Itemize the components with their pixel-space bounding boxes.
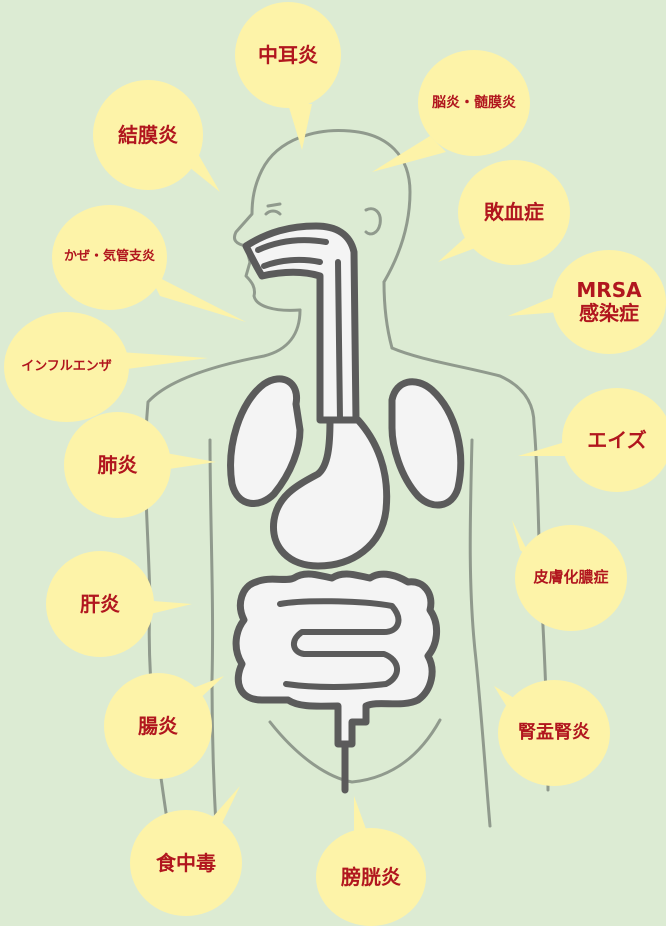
label-pyoderma: 皮膚化膿症 — [533, 569, 608, 586]
label-cold-bronchitis: かぜ・気管支炎 — [64, 250, 155, 265]
bubble-enteritis: 腸炎 — [104, 673, 212, 779]
bubble-pyoderma: 皮膚化膿症 — [515, 525, 627, 631]
label-food-poisoning: 食中毒 — [156, 852, 216, 875]
bubble-conjunctivitis: 結膜炎 — [93, 80, 203, 190]
label-influenza: インフルエンザ — [21, 360, 112, 375]
label-mrsa: MRSA 感染症 — [576, 279, 641, 325]
label-enteritis: 腸炎 — [138, 715, 178, 738]
label-encephalitis-meningitis: 脳炎・髄膜炎 — [432, 95, 516, 111]
pointer-influenza — [120, 352, 208, 370]
bubble-sepsis: 敗血症 — [458, 160, 570, 265]
bubble-encephalitis-meningitis: 脳炎・髄膜炎 — [418, 50, 530, 156]
bubble-otitis-media: 中耳炎 — [235, 2, 341, 108]
bubble-food-poisoning: 食中毒 — [130, 810, 242, 916]
label-aids: エイズ — [587, 429, 646, 452]
label-pyelonephritis: 腎盂腎炎 — [518, 723, 590, 744]
label-hepatitis: 肝炎 — [80, 593, 120, 616]
label-sepsis: 敗血症 — [484, 201, 544, 224]
label-cystitis: 膀胱炎 — [341, 866, 401, 889]
bubble-influenza: インフルエンザ — [4, 312, 129, 422]
pointer-otitis-media — [288, 104, 312, 150]
bubble-hepatitis: 肝炎 — [46, 551, 154, 657]
label-conjunctivitis: 結膜炎 — [118, 124, 178, 147]
bubble-pneumonia: 肺炎 — [64, 412, 171, 518]
bubble-pyelonephritis: 腎盂腎炎 — [498, 680, 610, 786]
bubble-mrsa: MRSA 感染症 — [552, 250, 666, 354]
label-otitis-media: 中耳炎 — [258, 44, 318, 67]
bubble-aids: エイズ — [562, 388, 666, 492]
bubble-cold-bronchitis: かぜ・気管支炎 — [52, 205, 167, 310]
pointer-cold — [148, 272, 246, 322]
bubble-cystitis: 膀胱炎 — [316, 828, 426, 926]
label-pneumonia: 肺炎 — [98, 454, 138, 477]
